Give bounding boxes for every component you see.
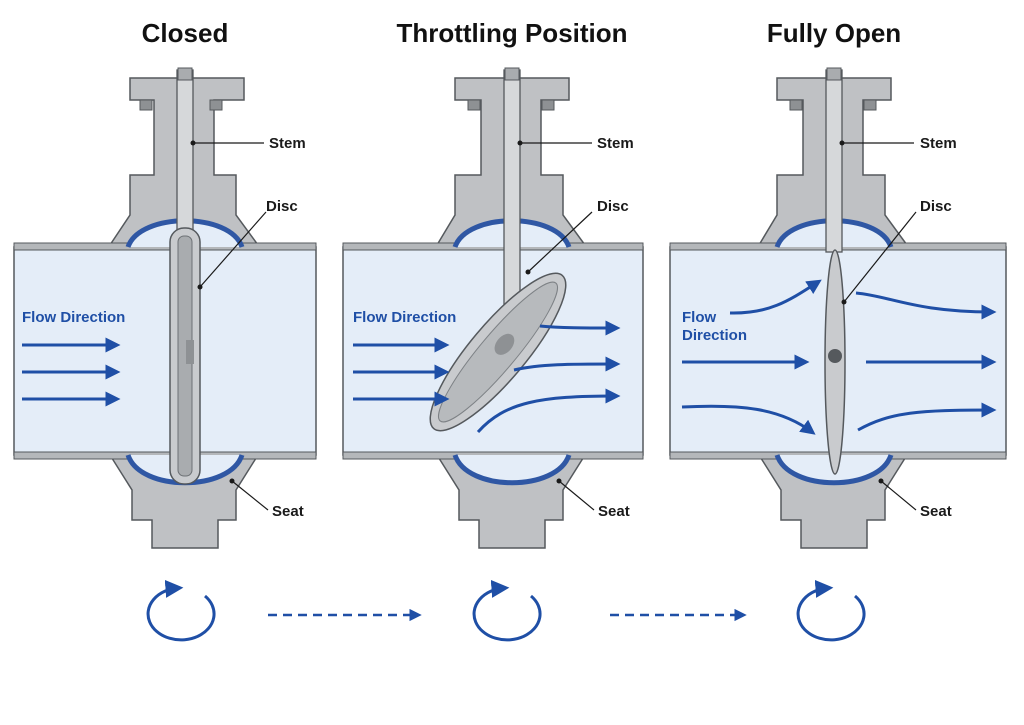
flow-arrows xyxy=(22,337,121,407)
flow-direction-label: Flow xyxy=(682,309,716,326)
disc-label: Disc xyxy=(597,198,629,215)
seat-label: Seat xyxy=(598,503,630,520)
stem-label: Stem xyxy=(920,135,957,152)
panel-title: Fully Open xyxy=(767,18,901,48)
disc xyxy=(169,227,201,485)
panel-title: Closed xyxy=(142,18,229,48)
disc-label: Disc xyxy=(266,198,298,215)
panel-title: Throttling Position xyxy=(396,18,627,48)
disc xyxy=(824,249,846,475)
flow-direction-label: Flow Direction xyxy=(22,309,125,326)
seat-ring-bottom xyxy=(452,453,572,486)
seat-label: Seat xyxy=(272,503,304,520)
flow-arrows xyxy=(353,320,621,434)
disc-label: Disc xyxy=(920,198,952,215)
panel-throttling: Throttling Position Flow Di xyxy=(342,18,644,549)
flow-direction-label-line2: Direction xyxy=(682,327,747,344)
seat-label: Seat xyxy=(920,503,952,520)
rotation-row xyxy=(146,579,866,642)
panel-closed: Closed xyxy=(13,18,317,549)
flow-direction-label: Flow Direction xyxy=(353,309,456,326)
rotation-arrow-icon xyxy=(146,579,216,642)
stem-label: Stem xyxy=(269,135,306,152)
flow-arrows xyxy=(681,279,997,435)
stem xyxy=(825,69,843,253)
panel-fully-open: Fully Open Flow Direction xyxy=(669,18,1007,549)
rotation-arrow-icon xyxy=(796,579,866,642)
valve-body xyxy=(13,77,317,549)
rotation-arrow-icon xyxy=(472,579,542,642)
stem-label: Stem xyxy=(597,135,634,152)
stem xyxy=(503,69,521,319)
